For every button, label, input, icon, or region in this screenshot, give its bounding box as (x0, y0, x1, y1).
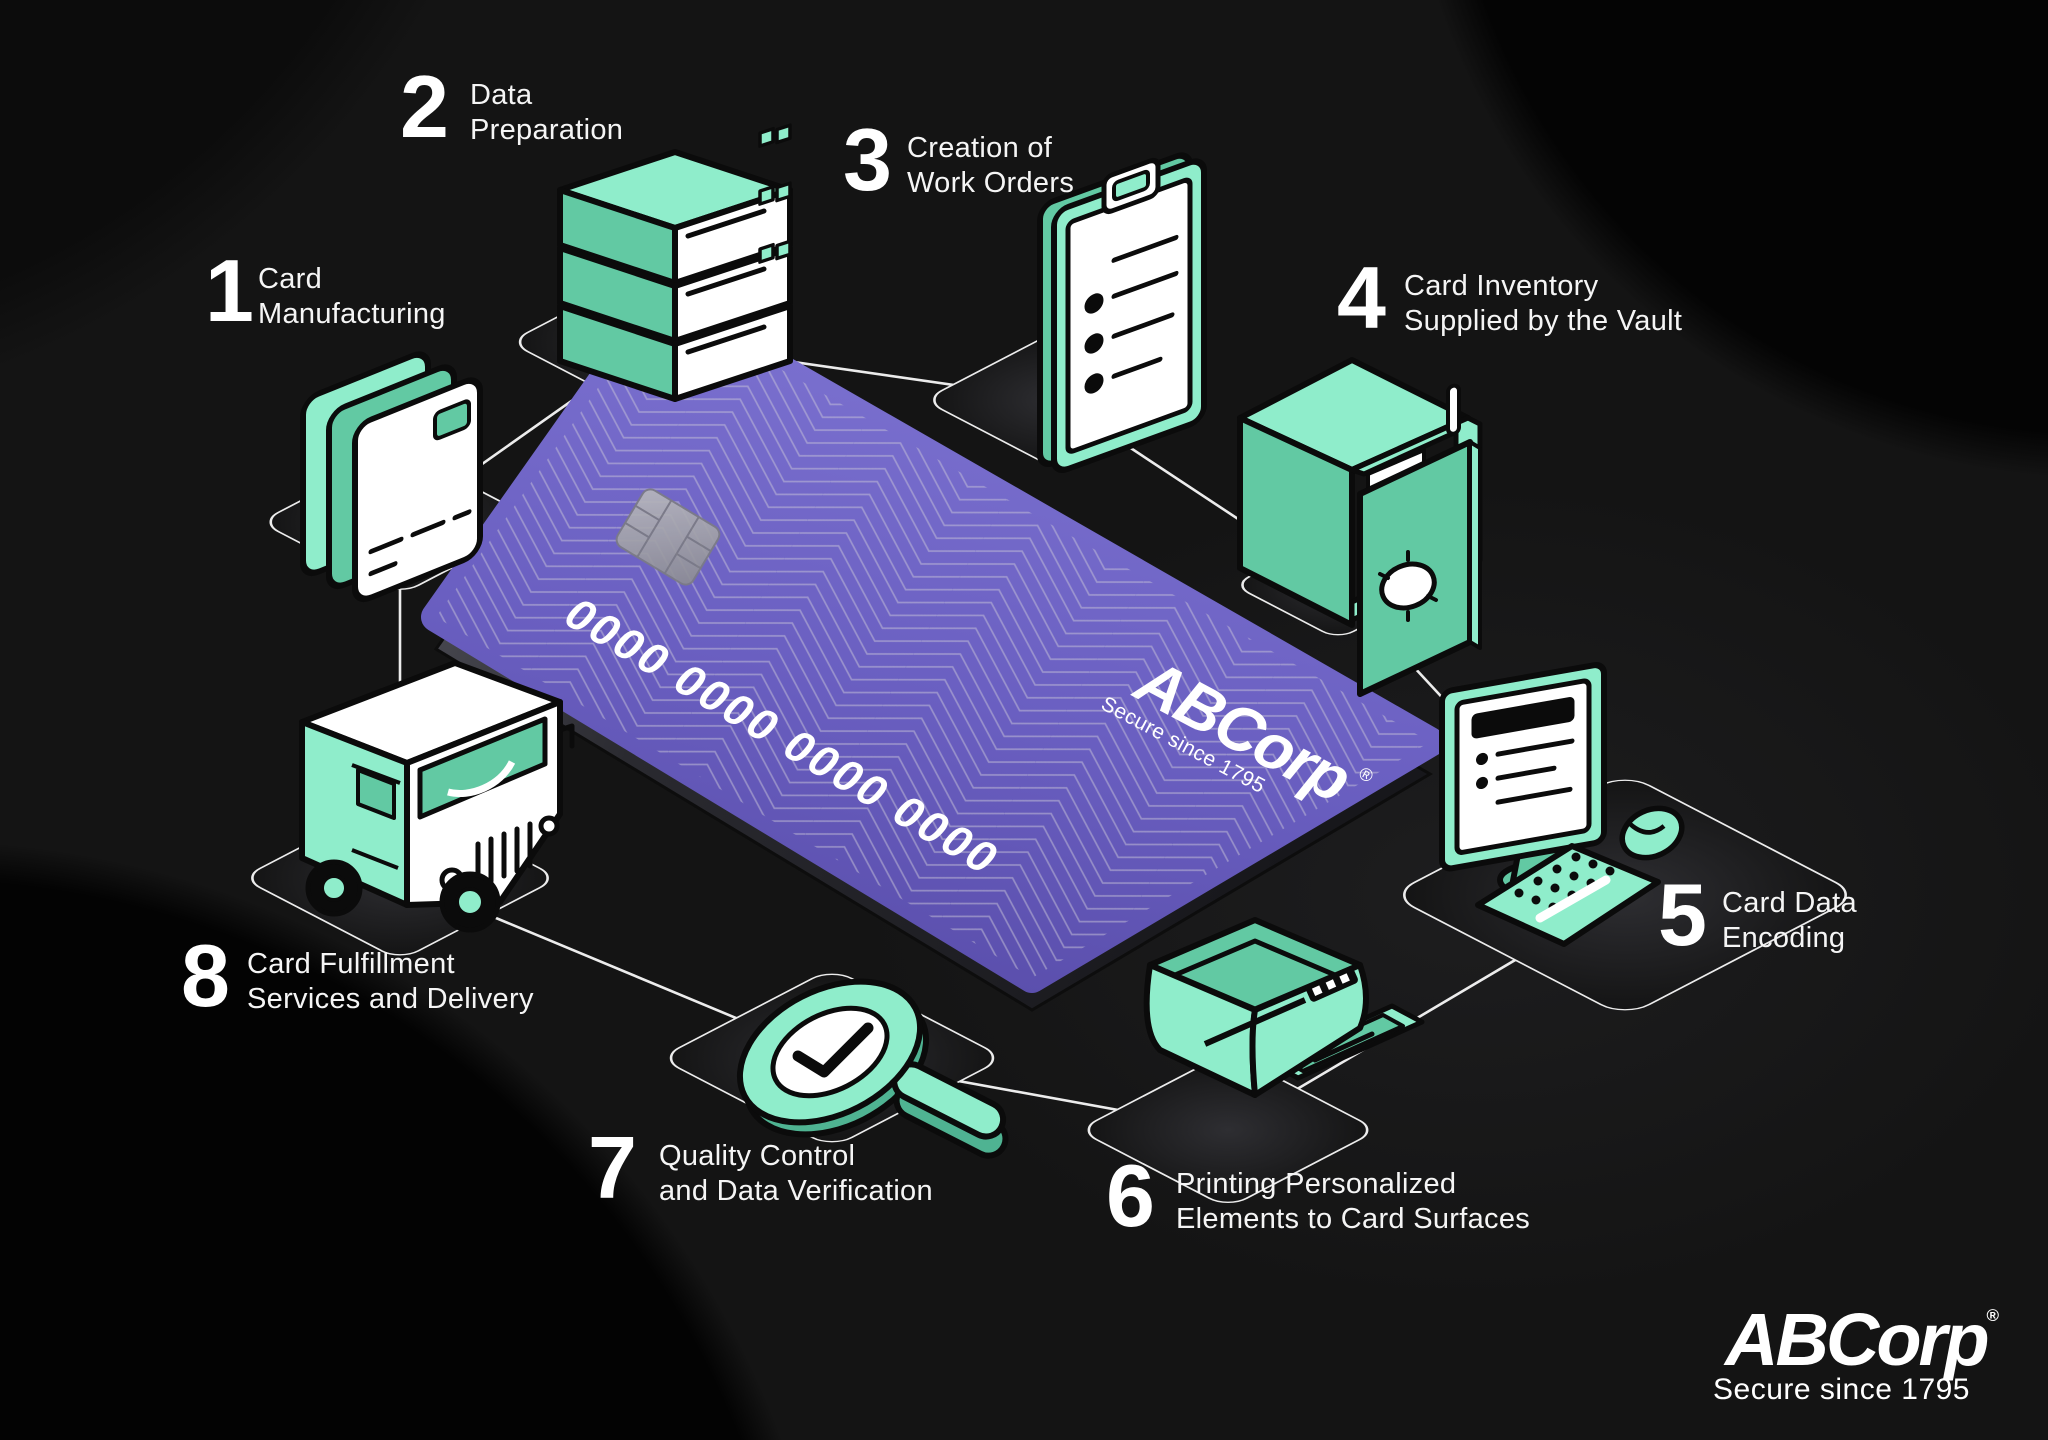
step-text-line: Card Fulfillment (247, 948, 455, 980)
step-text-line: Creation of (907, 132, 1053, 164)
step-number: 4 (1337, 248, 1386, 347)
step-number: 2 (400, 57, 449, 156)
step-text-line: Printing Personalized (1176, 1168, 1457, 1200)
step-text-line: Manufacturing (258, 298, 446, 330)
printer-icon (1143, 917, 1425, 1098)
step-text-line: and Data Verification (659, 1175, 933, 1207)
step-text-line: Card Inventory (1404, 270, 1599, 302)
vault-icon (1237, 357, 1483, 697)
company-logo: ABCorp® Secure since 1795 (1713, 1284, 1999, 1405)
magnifier-check-icon (736, 978, 1009, 1159)
computer-icon (1439, 661, 1685, 947)
platform-printing (1087, 1056, 1369, 1204)
step-text-line: Card Data (1722, 887, 1857, 919)
emv-chip-icon (615, 488, 721, 586)
step-text-line: Supplied by the Vault (1404, 305, 1683, 337)
step-text-line: Data (470, 79, 533, 111)
clipboard-icon (1037, 152, 1207, 473)
step-number: 5 (1658, 865, 1707, 964)
step-text-line: Encoding (1722, 922, 1846, 954)
central-credit-card: 0000 0000 0000 0000 ABCorp ® Secure sinc… (421, 285, 1445, 1012)
step-text-line: Preparation (470, 114, 624, 146)
registered-mark: ® (1986, 1306, 2000, 1325)
step-number: 7 (588, 1118, 637, 1217)
step-number: 8 (181, 926, 230, 1025)
step-text-line: Quality Control (659, 1140, 856, 1172)
step-text-line: Elements to Card Surfaces (1176, 1203, 1531, 1235)
step-number: 6 (1106, 1146, 1155, 1245)
step-text-line: Work Orders (907, 167, 1075, 199)
company-logo-tagline: Secure since 1795 (1713, 1373, 1970, 1406)
step-number: 3 (843, 110, 892, 209)
company-logo-name: ABCorp® (1725, 1298, 2000, 1381)
stacked-cards-icon (300, 351, 483, 603)
step-text-line: Services and Delivery (247, 983, 534, 1015)
step-number: 1 (205, 241, 254, 340)
server-stack-icon (557, 123, 793, 402)
step-text-line: Card (258, 263, 323, 295)
delivery-truck-icon (299, 660, 575, 933)
